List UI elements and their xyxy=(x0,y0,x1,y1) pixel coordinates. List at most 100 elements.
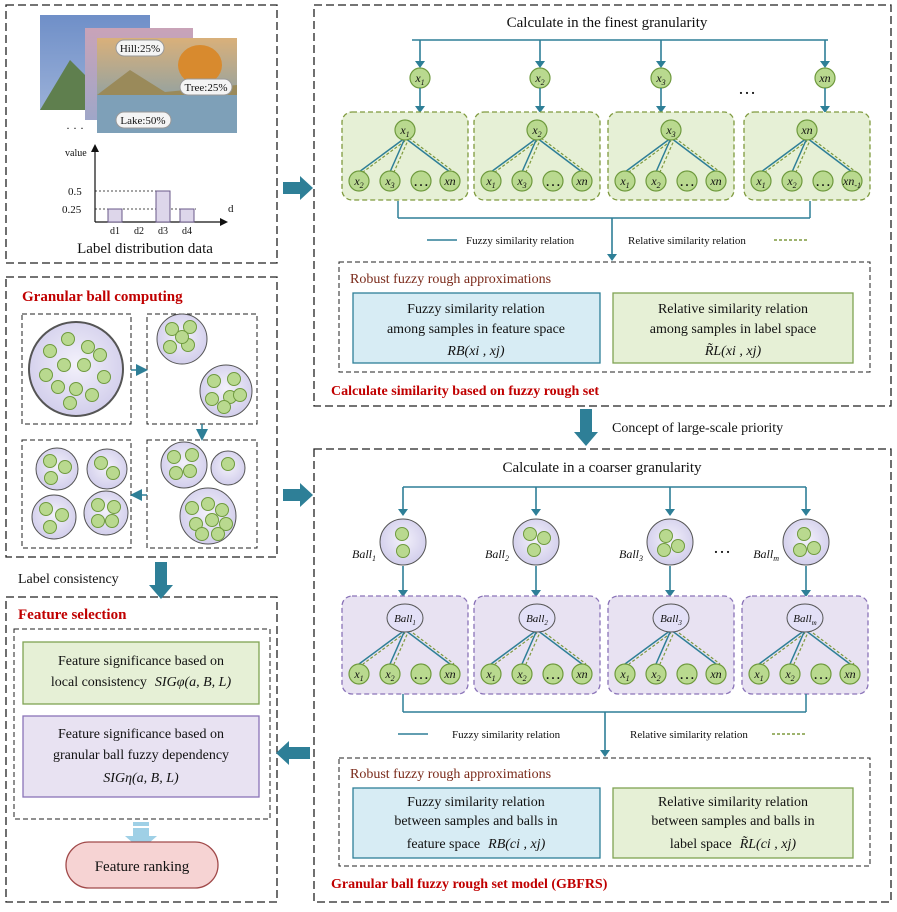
svg-text:Feature significance based on: Feature significance based on xyxy=(58,654,224,669)
finest-child-1-3-node xyxy=(571,170,593,192)
finest-child-3-3: xn-1 xyxy=(842,174,861,190)
sample-dot xyxy=(58,460,72,474)
finest-child-0-1-node xyxy=(379,170,401,192)
coarse-ball-0 xyxy=(379,518,427,566)
finest-child-2-2: … xyxy=(679,173,695,190)
finest-child-0-0: x2 xyxy=(353,174,363,190)
finest-child-3-0-node xyxy=(750,170,772,192)
granular-ball xyxy=(83,490,129,536)
coarser-child-1-1-node xyxy=(511,663,533,685)
svg-text:Relative similarity relation: Relative similarity relation xyxy=(658,302,808,317)
coarser-child-3-1-node xyxy=(779,663,801,685)
sample-dot xyxy=(183,464,197,478)
coarse-ball-label-3: Ballm xyxy=(753,547,779,563)
coarser-fuzzy-box xyxy=(352,787,601,859)
svg-text:Fuzzy similarity relation: Fuzzy similarity relation xyxy=(407,795,545,810)
finest-root-3: xn xyxy=(800,123,812,137)
finest-child-0-3: xn xyxy=(443,174,455,188)
sample-dot xyxy=(39,368,53,382)
feature-ranking-box xyxy=(65,841,219,889)
sample-dot xyxy=(165,322,179,336)
sample-dot xyxy=(107,500,121,514)
svg-text:Relative similarity relation: Relative similarity relation xyxy=(658,795,808,810)
coarser-child-0-1-node xyxy=(379,663,401,685)
fs-box2-formula: SIGη(a, B, L) xyxy=(103,771,179,786)
coarser-group-2 xyxy=(607,595,735,695)
chart-tick-x-0: d1 xyxy=(110,226,120,237)
coarser-dots: … xyxy=(713,537,731,557)
top-node-1: x2 xyxy=(534,71,544,87)
coarser-child-3-2-node xyxy=(810,663,832,685)
sample-dot xyxy=(105,514,119,528)
coarser-child-3-3-node xyxy=(839,663,861,685)
coarse-ball-label-0: Ball1 xyxy=(352,547,376,563)
finest-robust-title: Robust fuzzy rough approximations xyxy=(350,272,551,287)
arrow-label-to-finest xyxy=(283,176,313,200)
label-consistency-label: Label consistency xyxy=(18,572,119,587)
coarser-child-3-2: … xyxy=(813,666,829,683)
concept-arrow: Concept of large-scale priority xyxy=(574,409,783,446)
finest-child-3-2-node xyxy=(812,170,834,192)
finest-root-1: x2 xyxy=(531,123,541,139)
sample-dot xyxy=(185,501,199,515)
finest-root-0: x1 xyxy=(399,123,409,139)
sample-dot xyxy=(167,450,181,464)
coarser-root-ball-2 xyxy=(652,603,690,633)
finest-child-1-1: x3 xyxy=(516,174,526,190)
coarser-child-3-0: x1 xyxy=(753,667,763,683)
sample-dot xyxy=(807,541,821,555)
finest-child-2-3-node xyxy=(705,170,727,192)
coarser-child-0-3: xn xyxy=(443,667,455,681)
coarser-child-0-2-node xyxy=(410,663,432,685)
finest-legend-fuzzy: Fuzzy similarity relation xyxy=(466,235,575,247)
finest-root-1-node xyxy=(526,119,548,141)
bar-d1 xyxy=(107,208,123,223)
sample-dot xyxy=(527,543,541,557)
coarser-legend-fuzzy: Fuzzy similarity relation xyxy=(452,729,561,741)
coarser-child-1-3-node xyxy=(571,663,593,685)
arrow-granular-to-selection xyxy=(149,562,173,599)
coarser-child-1-1: x2 xyxy=(516,667,526,683)
coarser-panel: Calculate in a coarser granularity Ball1… xyxy=(313,448,892,903)
finest-child-3-1: x2 xyxy=(786,174,796,190)
sample-dot xyxy=(396,544,410,558)
sample-dot xyxy=(227,372,241,386)
label-distribution-chart: value d 0.5 0.25 d1 d2 d3 d4 xyxy=(62,144,234,237)
coarser-root-ball-1 xyxy=(518,603,556,633)
svg-text:R̃L(xi , xj): R̃L(xi , xj) xyxy=(704,343,762,359)
finest-child-1-2: … xyxy=(545,173,561,190)
photo-label-lake: Lake:50% xyxy=(115,111,172,129)
sample-dot xyxy=(91,514,105,528)
sample-dot xyxy=(211,527,225,541)
finest-group-0 xyxy=(341,111,469,201)
coarser-child-3-3: xn xyxy=(843,667,855,681)
sample-dot xyxy=(523,527,537,541)
finest-child-3-0: x1 xyxy=(755,174,765,190)
svg-text:Hill:25%: Hill:25% xyxy=(120,43,160,55)
finest-child-2-0-node xyxy=(614,170,636,192)
coarser-child-0-0-node xyxy=(348,663,370,685)
coarser-child-2-1-node xyxy=(645,663,667,685)
top-node-3: xn xyxy=(818,71,830,85)
coarser-child-3-1: x2 xyxy=(784,667,794,683)
sample-dot xyxy=(106,466,120,480)
granular-ball xyxy=(160,441,208,489)
feature-selection-panel: Feature selection Feature significance b… xyxy=(5,596,278,903)
sample-dot xyxy=(39,502,53,516)
granular-ball-title: Granular ball computing xyxy=(22,289,183,305)
coarser-root-ball-0 xyxy=(386,603,424,633)
finest-child-3-1-node xyxy=(781,170,803,192)
coarser-legend-relative: Relative similarity relation xyxy=(630,729,748,741)
finest-child-2-3: xn xyxy=(709,174,721,188)
coarse-ball-1 xyxy=(512,518,560,566)
coarser-child-1-2: … xyxy=(545,666,561,683)
bar-d4 xyxy=(179,208,195,223)
sample-dot xyxy=(81,340,95,354)
sample-dot xyxy=(205,513,219,527)
chart-tick-y-0: 0.5 xyxy=(68,186,82,198)
finest-legend-relative: Relative similarity relation xyxy=(628,235,746,247)
arrow-coarser-to-selection xyxy=(276,741,310,765)
